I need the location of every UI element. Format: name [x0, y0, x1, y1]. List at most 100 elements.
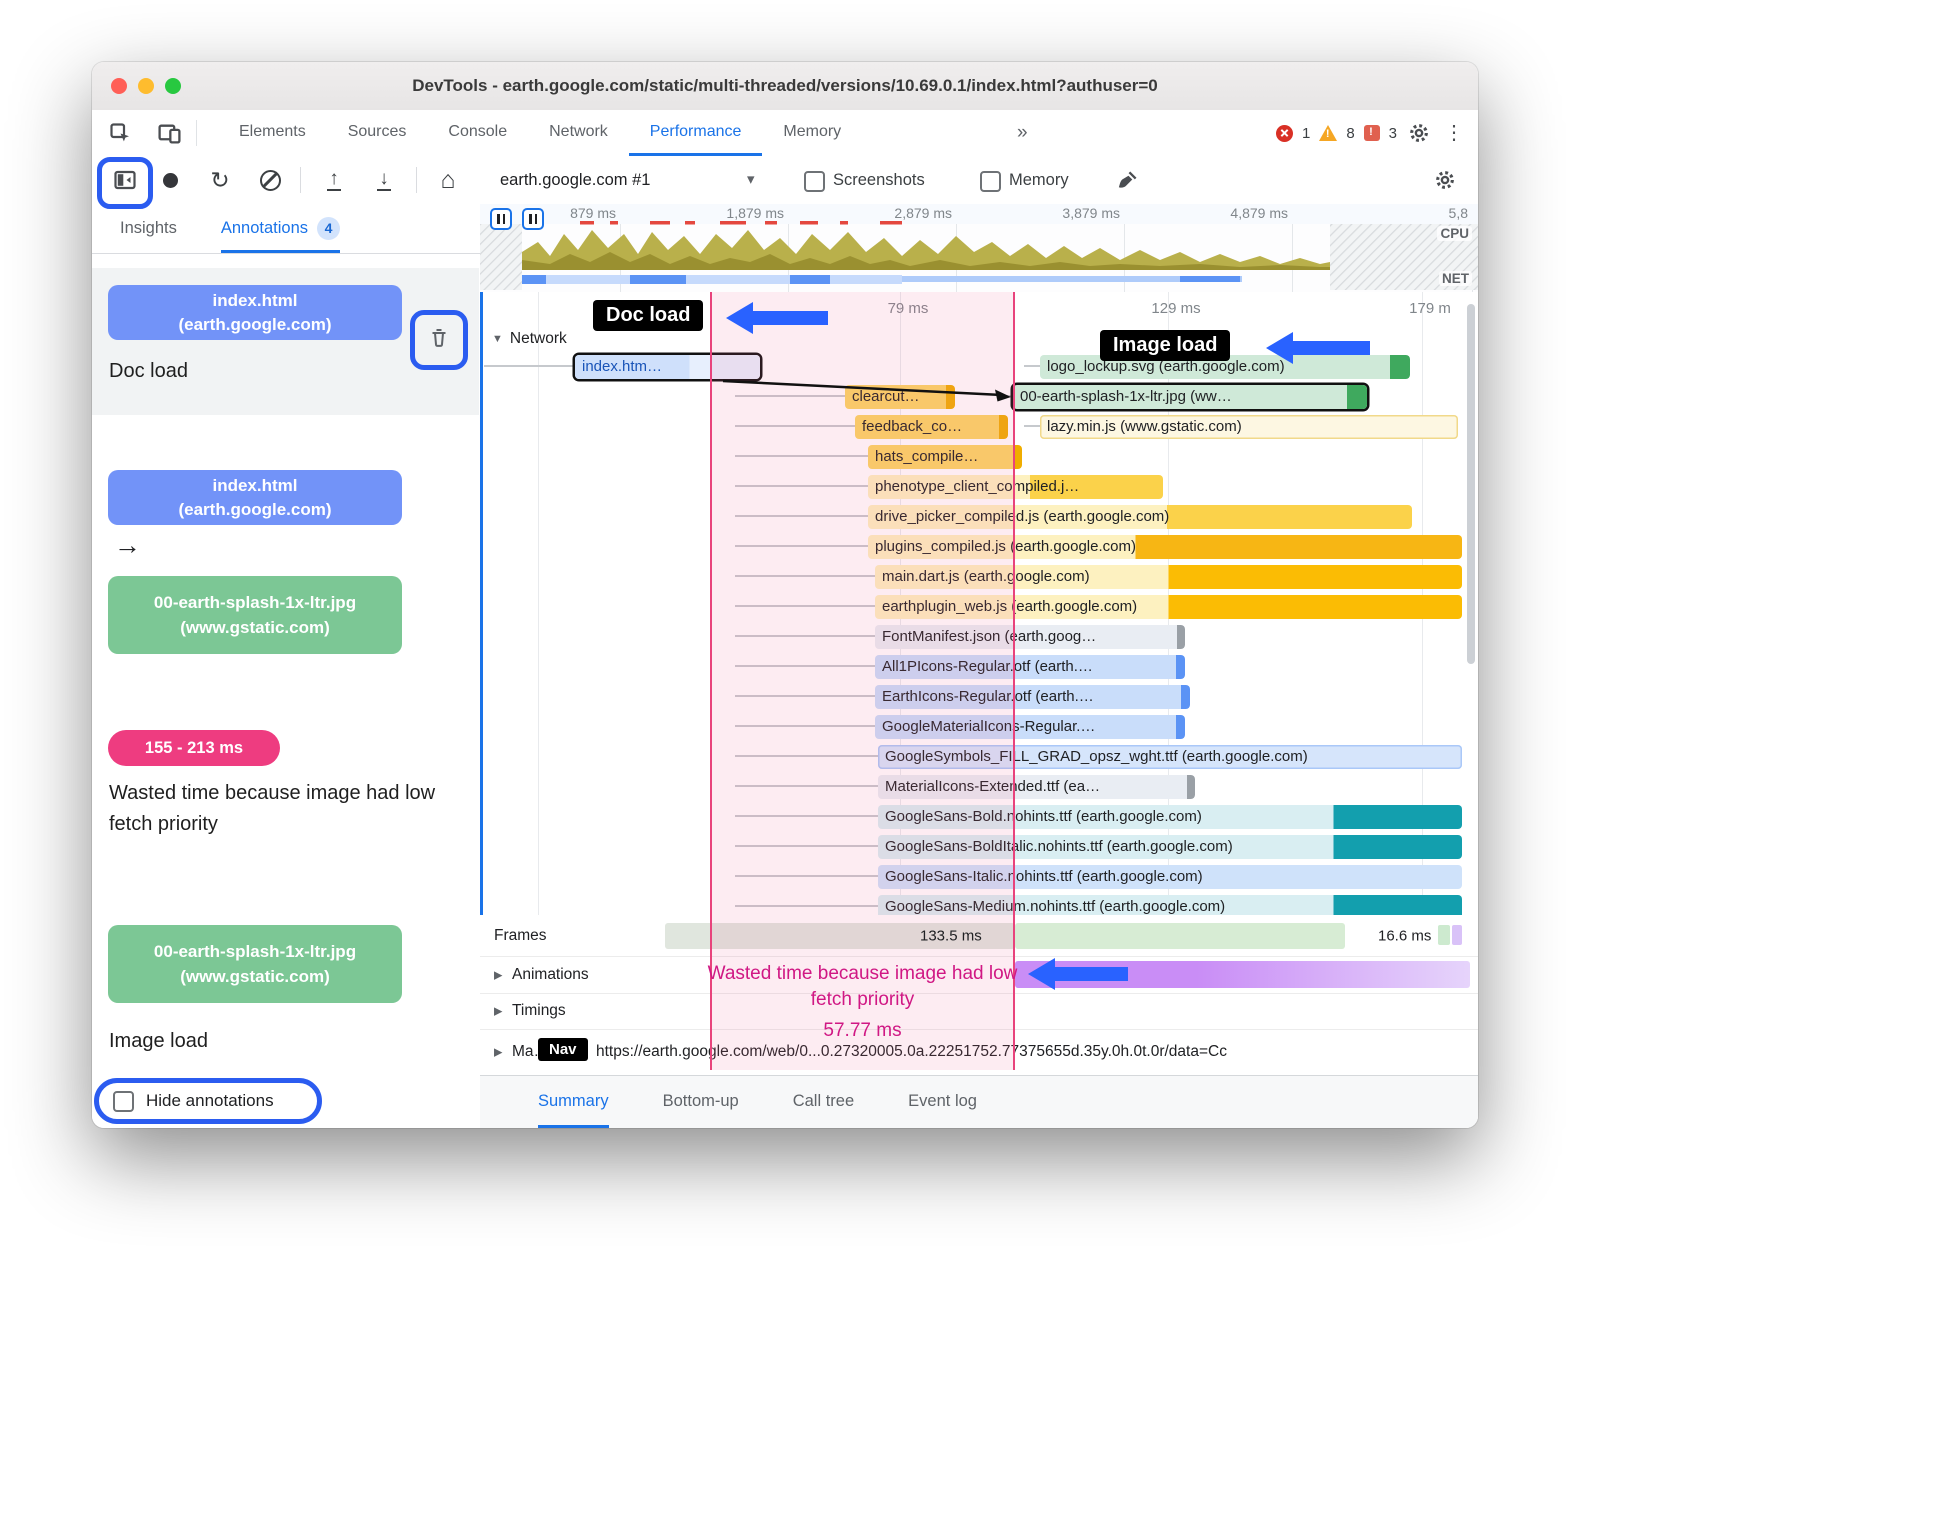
network-request-bar[interactable]: GoogleSans-BoldItalic.nohints.ttf (earth…	[878, 835, 1462, 859]
network-request-bar[interactable]: plugins_compiled.js (earth.google.com)	[868, 535, 1462, 559]
inspect-element-icon[interactable]	[107, 120, 133, 146]
network-request-bar[interactable]: hats_compile…	[868, 445, 1022, 469]
hide-annotations-label[interactable]: Hide annotations	[146, 1091, 274, 1110]
main-thread-track[interactable]: ▶ Ma… Nav https://earth.google.com/web/0…	[480, 1029, 1478, 1075]
record-icon[interactable]	[157, 167, 183, 193]
tab-event-log[interactable]: Event log	[908, 1092, 977, 1110]
request-queue-line	[735, 875, 878, 877]
clear-icon[interactable]	[257, 167, 283, 193]
network-request-bar[interactable]: EarthIcons-Regular.otf (earth.…	[875, 685, 1190, 709]
frame-bar[interactable]	[665, 923, 1015, 949]
capture-settings-gear-icon[interactable]	[1432, 167, 1458, 193]
annotation-chip-doc[interactable]: index.html (earth.google.com)	[108, 285, 402, 340]
annotations-tab-label: Annotations	[220, 219, 309, 237]
screenshots-checkbox[interactable]	[804, 171, 825, 192]
network-request-bar[interactable]: main.dart.js (earth.google.com)	[875, 565, 1462, 589]
annotation-chip-from[interactable]: index.html (earth.google.com)	[108, 470, 402, 525]
network-request-bar[interactable]: GoogleSans-Medium.nohints.ttf (earth.goo…	[878, 895, 1462, 915]
network-request-bar[interactable]: GoogleSans-Italic.nohints.ttf (earth.goo…	[878, 865, 1462, 889]
overview-pause-button[interactable]	[522, 208, 544, 230]
network-request-bar[interactable]: GoogleSymbols_FILL_GRAD_opsz_wght.ttf (e…	[878, 745, 1462, 769]
network-request-bar[interactable]: 00-earth-splash-1x-ltr.jpg (ww…	[1013, 385, 1367, 409]
annotation-chip-image[interactable]: 00-earth-splash-1x-ltr.jpg (www.gstatic.…	[108, 925, 402, 1003]
tab-call-tree[interactable]: Call tree	[792, 1092, 855, 1110]
request-queue-line	[735, 425, 855, 427]
network-request-bar[interactable]: clearcut…	[845, 385, 955, 409]
devtools-tabbar: Elements Sources Console Network Performance…	[92, 110, 1478, 157]
image-load-arrow-icon	[1266, 332, 1370, 364]
animations-track[interactable]: ▶ Animations	[480, 956, 1478, 994]
history-dropdown[interactable]: earth.google.com #1	[500, 171, 651, 189]
expand-icon[interactable]: ▶	[494, 1046, 503, 1059]
ruler-tick-label: 4,879 ms	[1230, 205, 1288, 221]
frame-bar[interactable]	[1438, 925, 1450, 945]
close-button[interactable]	[111, 78, 127, 94]
ruler-tick-label: 5,8	[1448, 205, 1468, 221]
network-request-bar[interactable]: MaterialIcons-Extended.ttf (ea…	[878, 775, 1195, 799]
dropdown-caret-icon[interactable]: ▾	[747, 171, 755, 188]
time-gridline	[538, 292, 539, 915]
tab-insights[interactable]: Insights	[120, 204, 177, 253]
warning-icon[interactable]	[1319, 125, 1338, 141]
frames-track[interactable]: Frames 133.5 ms 16.6 ms	[480, 915, 1478, 957]
traffic-lights	[111, 78, 181, 94]
more-requests-indicator[interactable]: …	[962, 892, 982, 912]
hide-annotations-checkbox[interactable]	[113, 1090, 134, 1112]
gc-brush-icon[interactable]	[1114, 167, 1140, 193]
network-request-bar[interactable]: feedback_co…	[855, 415, 1008, 439]
network-request-bar[interactable]: index.htm…	[575, 355, 760, 379]
tab-performance[interactable]: Performance	[629, 110, 763, 156]
tab-annotations[interactable]: Annotations 4	[220, 204, 341, 253]
zoom-button[interactable]	[165, 78, 181, 94]
network-request-bar[interactable]: GoogleMaterialIcons-Regular.…	[875, 715, 1185, 739]
more-tabs-icon[interactable]: »	[1017, 122, 1028, 143]
frame-duration: 133.5 ms	[920, 927, 982, 944]
request-queue-line	[735, 485, 868, 487]
tab-bottom-up[interactable]: Bottom-up	[662, 1092, 739, 1110]
network-track-header[interactable]: ▼ Network	[492, 330, 567, 348]
network-request-bar[interactable]: All1PIcons-Regular.otf (earth.…	[875, 655, 1185, 679]
network-request-bar[interactable]: phenotype_client_compiled.j…	[868, 475, 1163, 499]
tab-console[interactable]: Console	[448, 123, 508, 140]
tab-network[interactable]: Network	[549, 123, 608, 140]
frame-bar[interactable]	[1452, 925, 1462, 945]
vertical-scrollbar[interactable]	[1467, 304, 1475, 664]
memory-checkbox[interactable]	[980, 171, 1001, 192]
reload-record-icon[interactable]: ↻	[210, 167, 230, 193]
device-toolbar-icon[interactable]	[156, 120, 182, 146]
overview-pause-button[interactable]	[490, 208, 512, 230]
network-request-bar[interactable]: FontManifest.json (earth.goog…	[875, 625, 1185, 649]
sidebar-toggle-icon[interactable]	[112, 167, 138, 193]
request-queue-line	[735, 695, 875, 697]
collapse-icon[interactable]: ▼	[492, 333, 503, 345]
timings-track[interactable]: ▶ Timings	[480, 993, 1478, 1030]
tab-elements[interactable]: Elements	[239, 123, 306, 140]
screenshots-label[interactable]: Screenshots	[833, 171, 925, 189]
expand-icon[interactable]: ▶	[494, 1005, 503, 1018]
error-icon[interactable]	[1275, 124, 1293, 142]
memory-label[interactable]: Memory	[1009, 171, 1069, 189]
issues-count: 3	[1388, 124, 1397, 142]
upload-profile-icon[interactable]: ↑	[327, 168, 341, 191]
toolbar-divider	[416, 167, 417, 193]
tab-summary[interactable]: Summary	[538, 1076, 609, 1128]
annotation-chip-to[interactable]: 00-earth-splash-1x-ltr.jpg (www.gstatic.…	[108, 576, 402, 654]
network-request-bar[interactable]: earthplugin_web.js (earth.google.com)	[875, 595, 1462, 619]
settings-gear-icon[interactable]	[1406, 120, 1432, 146]
download-profile-icon[interactable]: ↓	[377, 168, 391, 191]
network-request-bar[interactable]: drive_picker_compiled.js (earth.google.c…	[868, 505, 1412, 529]
home-icon[interactable]: ⌂	[440, 166, 456, 194]
frame-bar[interactable]	[1015, 923, 1345, 949]
issues-icon[interactable]	[1363, 125, 1380, 141]
tab-sources[interactable]: Sources	[347, 123, 407, 140]
minimize-button[interactable]	[138, 78, 154, 94]
frames-track-label: Frames	[494, 926, 547, 944]
network-request-bar[interactable]: lazy.min.js (www.gstatic.com)	[1040, 415, 1458, 439]
expand-icon[interactable]: ▶	[494, 969, 503, 981]
annotation-range-chip[interactable]: 155 - 213 ms	[108, 730, 280, 766]
delete-annotation-button[interactable]	[427, 326, 451, 355]
main-menu-icon[interactable]: ⋮	[1444, 122, 1464, 144]
network-request-bar[interactable]: GoogleSans-Bold.nohints.ttf (earth.googl…	[878, 805, 1462, 829]
tab-memory[interactable]: Memory	[783, 123, 842, 140]
